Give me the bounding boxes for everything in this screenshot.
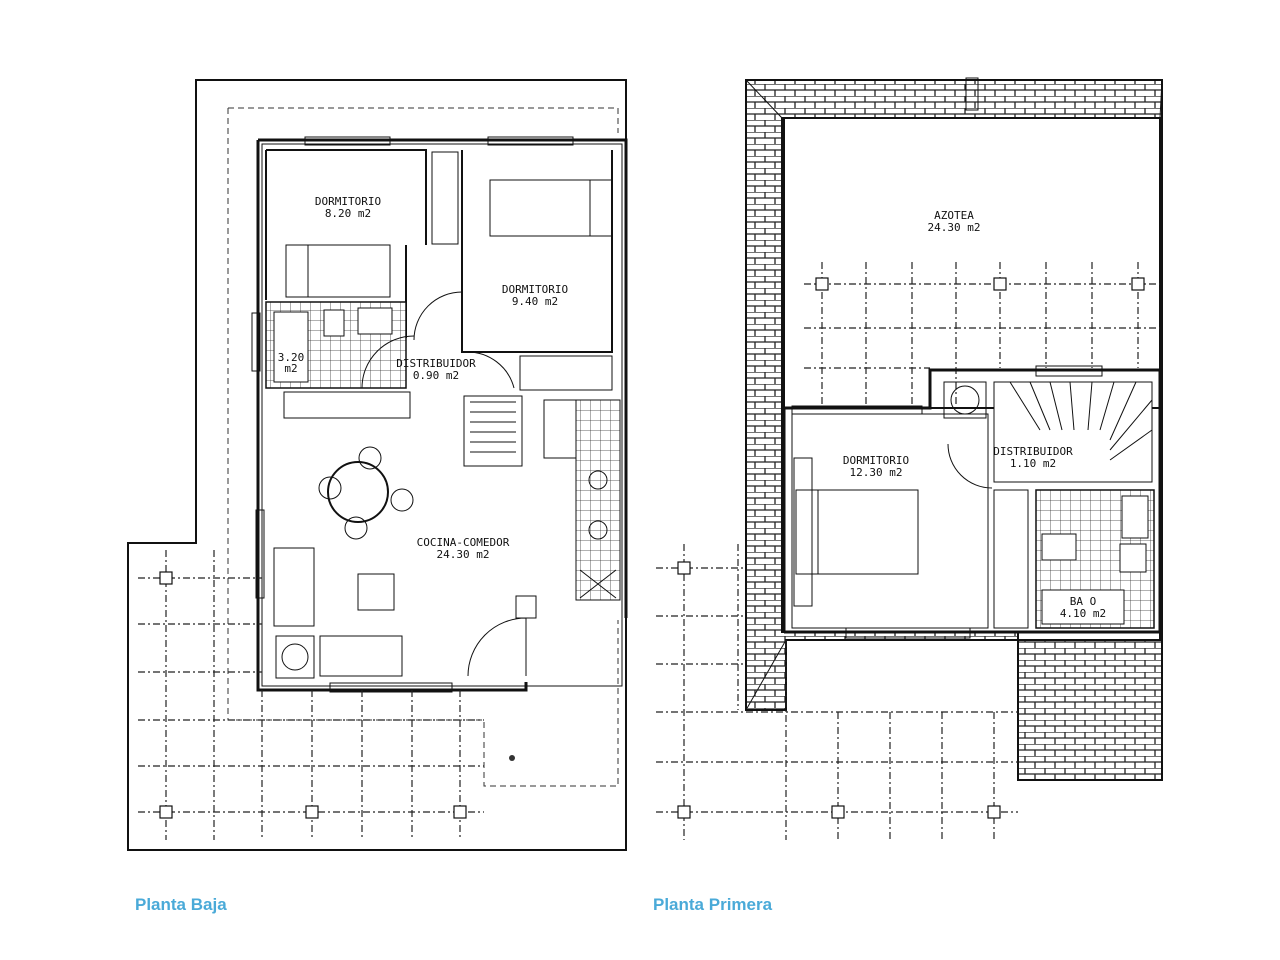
room-label: DORMITORIO [843,454,909,467]
room-area: 8.20 m2 [325,207,371,220]
pergola-post [993,277,1007,291]
room-area: 0.90 m2 [413,369,459,382]
first-pergola [656,544,1018,840]
room-cocina-comedor: COCINA-COMEDOR 24.30 m2 [273,391,621,679]
stove-icon [588,520,608,540]
ground-floor-plan: DORMITORIO 8.20 m2 3.20 m2 DORMITORIO 9.… [127,79,628,851]
bed-icon [285,244,391,298]
bathtub-icon [273,311,309,383]
window [255,509,265,599]
room-area: 12.30 m2 [850,466,903,479]
pergola-post [831,805,845,819]
room-area: 1.10 m2 [1010,457,1056,470]
ground-pergola [138,550,515,840]
room-azotea: AZOTEA 24.30 m2 [783,117,1161,409]
window [304,136,391,146]
first-house-walls [782,368,1162,634]
pergola-post [815,277,829,291]
stairs-icon [543,399,579,459]
chair-icon [390,488,414,512]
window [251,312,261,372]
ground-house-walls [256,138,628,692]
wardrobe [519,355,613,391]
room-label: DORMITORIO [502,283,568,296]
bidet-icon [1119,543,1147,573]
room-area: 4.10 m2 [1060,607,1106,620]
dining-table-icon [327,461,389,523]
room-distribuidor-2: DISTRIBUIDOR 1.10 m2 [943,381,1153,531]
bed-icon [795,489,919,575]
room-label: AZOTEA [934,209,974,222]
pergola-post [159,805,173,819]
pergola-post [453,805,467,819]
washer-icon [281,643,309,671]
pergola-post [677,561,691,575]
room-area: 24.30 m2 [928,221,981,234]
wardrobe [431,151,459,245]
pergola-post [677,805,691,819]
sofa-icon [319,635,403,677]
room-area: 24.30 m2 [437,548,490,561]
toilet-icon [1041,533,1077,561]
room-dormitorio-1: DORMITORIO 8.20 m2 [265,149,459,338]
pergola-post [159,571,173,585]
pergola-post [987,805,1001,819]
room-area: 9.40 m2 [512,295,558,308]
wardrobe [793,457,813,607]
room-area: m2 [284,362,297,375]
room-label: BA O [1070,595,1097,608]
sink-icon [357,307,393,335]
room-label: DISTRIBUIDOR [993,445,1073,458]
room-label: DISTRIBUIDOR [396,357,476,370]
room-label: 3.20 [278,351,305,364]
bed-icon [489,179,613,237]
stove-icon [588,470,608,490]
chair-icon [318,476,342,500]
toilet-icon [323,309,345,337]
ground-plot-outline [127,79,627,851]
sink-icon [1121,495,1149,539]
room-bano-2: BA O 4.10 m2 [1035,489,1155,629]
window [487,136,574,146]
room-label: DORMITORIO [315,195,381,208]
stairs-icon [463,395,523,467]
pergola-post [1131,277,1145,291]
sofa-icon [273,547,315,627]
chair-icon [344,516,368,540]
bathtub-icon [1041,589,1125,625]
window [1035,365,1103,377]
pergola-post [305,805,319,819]
room-label: COCINA-COMEDOR [417,536,510,549]
window [329,682,453,693]
first-floor-plan: AZOTEA 24.30 m2 DORMITORIO 12.30 m2 DIST… [656,77,1163,840]
room-bano-1: 3.20 m2 [265,301,407,389]
room-dormitorio-2: DORMITORIO 9.40 m2 [461,150,613,391]
caption-planta-primera: Planta Primera [653,895,773,914]
caption-planta-baja: Planta Baja [135,895,227,914]
chair-icon [358,446,382,470]
coffee-table-icon [357,573,395,611]
water-tank-icon [950,385,980,415]
room-distribuidor-1: DISTRIBUIDOR 0.90 m2 [361,291,515,389]
wardrobe [993,489,1029,629]
kitchen-counter [575,399,621,601]
ground-setback-line [227,107,619,787]
room-dormitorio-3: DORMITORIO 12.30 m2 [791,413,1029,629]
